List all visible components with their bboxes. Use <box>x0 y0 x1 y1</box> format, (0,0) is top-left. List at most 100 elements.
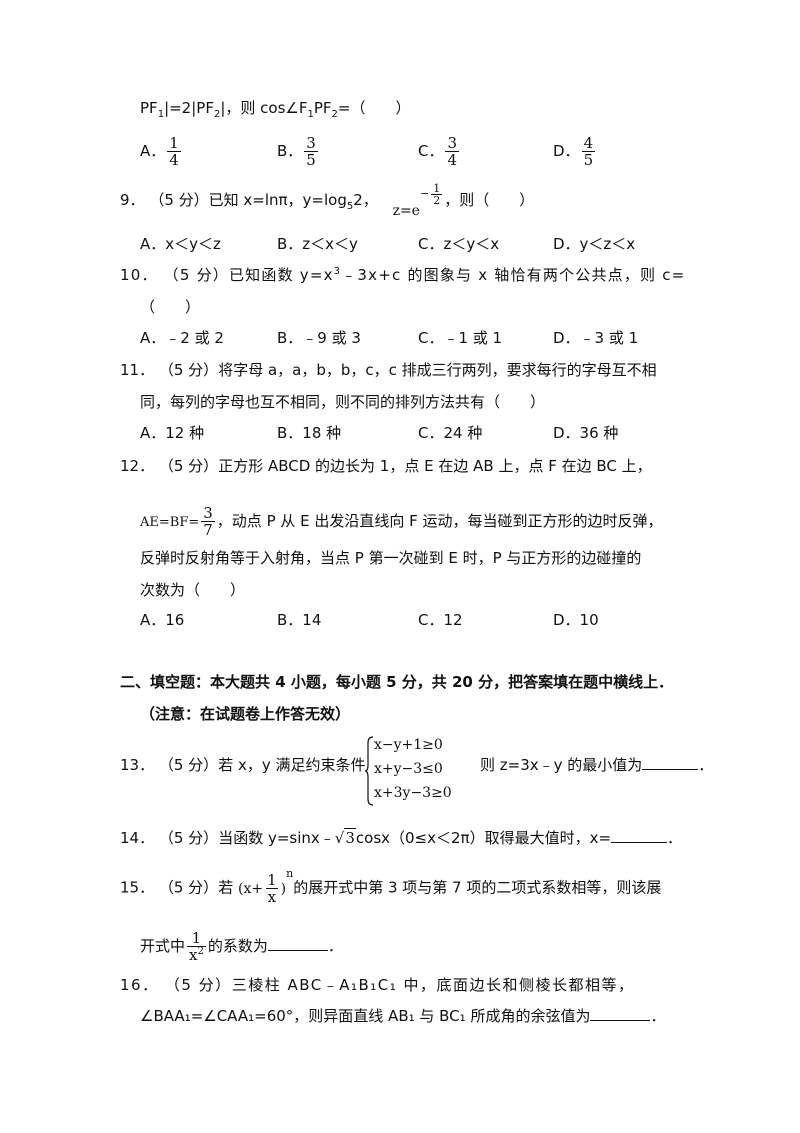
q11-option-d[interactable]: D．36 种 <box>553 424 619 442</box>
q16-text: ∠BAA₁=∠CAA₁=60°，则异面直线 AB₁ 与 BC₁ 所成角的余弦值为 <box>140 1007 591 1025</box>
q9-option-b[interactable]: B．z＜x＜y <box>277 235 358 253</box>
q8-text: |，则 cos∠F <box>220 99 308 117</box>
question-number: 9． <box>120 191 145 209</box>
q13-stem-end: 则 z=3x﹣y 的最小值为． <box>480 755 713 775</box>
q15-text: 开式中 <box>140 937 186 955</box>
denominator: x <box>265 888 279 906</box>
q12-stem-line-4: 次数为（ ） <box>140 581 246 599</box>
q9-text: 已知 x=lnπ，y=log <box>208 191 347 209</box>
q13-stem-start: 13． （5 分）若 x，y 满足约束条件 <box>120 755 365 775</box>
q15-text: 的系数为 <box>207 937 268 955</box>
q9-z: z=e <box>392 203 420 219</box>
power: n <box>286 866 294 880</box>
q13-constraint-system: x−y+1≥0 x+y−3≤0 x+3y−3≥0 <box>365 735 475 807</box>
q16-end: ． <box>650 1007 666 1025</box>
section-note: （注意：在试题卷上作答无效） <box>140 705 351 723</box>
q10-option-a[interactable]: A．﹣2 或 2 <box>140 329 224 347</box>
q14-text: 当函数 y=sinx﹣ <box>218 829 335 847</box>
radicand: 3 <box>344 828 356 847</box>
numerator: 3 <box>447 134 458 152</box>
numerator: 3 <box>203 504 213 522</box>
expr-part: (x+ <box>237 880 264 897</box>
q16-text: 三棱柱 ABC﹣A₁B₁C₁ 中，底面边长和侧棱长都相等， <box>231 976 635 994</box>
q10-option-d[interactable]: D．﹣3 或 1 <box>553 329 639 347</box>
numerator: 1 <box>191 929 202 947</box>
q12-option-b[interactable]: B．14 <box>277 611 322 629</box>
numerator: 4 <box>583 134 594 152</box>
answer-blank[interactable] <box>642 755 699 770</box>
q9-option-a[interactable]: A．x＜y＜z <box>140 235 221 253</box>
den-base: x <box>189 946 198 964</box>
option-label: D． <box>553 142 580 160</box>
q12-option-c[interactable]: C．12 <box>418 611 463 629</box>
denominator: 2 <box>431 193 443 207</box>
q9-text: 2， <box>353 191 378 209</box>
q9-option-d[interactable]: D．y＜z＜x <box>553 235 636 253</box>
constraint-row: x+y−3≤0 <box>374 761 443 777</box>
q15-text: 若 <box>218 878 234 897</box>
q14-stem: 14． （5 分）当函数 y=sinx﹣√3cosx（0≤x＜2π）取得最大值时… <box>120 828 682 848</box>
q10-stem-line-1: 10． （5 分）已知函数 y=x3﹣3x+c 的图象与 x 轴恰有两个公共点，… <box>120 265 685 285</box>
q13-text: 若 x，y 满足约束条件 <box>218 756 366 774</box>
question-number: 13． <box>120 756 155 774</box>
answer-blank[interactable] <box>611 828 668 843</box>
q11-option-b[interactable]: B．18 种 <box>277 424 342 442</box>
question-number: 14． <box>120 829 155 847</box>
q8-text: =（ ） <box>337 99 411 117</box>
q12-option-a[interactable]: A．16 <box>140 611 185 629</box>
q10-text: ﹣3x+c 的图象与 x 轴恰有两个公共点，则 c= <box>341 266 686 284</box>
denominator: 5 <box>581 151 596 169</box>
q16-stem-line-1: 16． （5 分）三棱柱 ABC﹣A₁B₁C₁ 中，底面边长和侧棱长都相等， <box>120 975 635 995</box>
answer-blank[interactable] <box>267 936 328 951</box>
q10-option-b[interactable]: B．﹣9 或 3 <box>277 329 361 347</box>
q12-ae: AE=BF= <box>140 515 200 530</box>
q13-text: 则 z=3x﹣y 的最小值为 <box>480 756 643 774</box>
q9-option-c[interactable]: C．z＜y＜x <box>418 235 500 253</box>
q12-stem-line-1: 12． （5 分）正方形 ABCD 的边长为 1，点 E 在边 AB 上，点 F… <box>120 456 652 476</box>
numerator: 1 <box>169 134 179 152</box>
q8-sub: 2 <box>331 109 338 120</box>
question-number: 11． <box>120 361 155 379</box>
numerator: 3 <box>306 134 316 152</box>
q8-stem-line: PF1|=2|PF2|，则 cos∠F1PF2=（ ） <box>140 98 411 120</box>
denominator: 4 <box>445 151 460 169</box>
answer-blank[interactable] <box>590 1006 651 1021</box>
numerator: 1 <box>267 871 277 889</box>
numerator: 1 <box>433 181 441 195</box>
denominator: 4 <box>167 151 181 169</box>
brace-icon <box>365 736 374 806</box>
question-number: 15． <box>120 878 155 897</box>
section-title: 二、填空题：本大题共 4 小题，每小题 5 分，共 20 分，把答案填在题中横线… <box>120 673 674 691</box>
q8-text: PF <box>313 99 332 117</box>
constraint-row: x−y+1≥0 <box>374 737 443 753</box>
q14-text: cosx（0≤x＜2π）取得最大值时，x= <box>355 829 612 847</box>
question-score: （5 分） <box>158 878 219 897</box>
q8-sub: 1 <box>307 109 314 120</box>
q11-option-c[interactable]: C．24 种 <box>418 424 483 442</box>
question-score: （5 分） <box>158 756 219 774</box>
q11-stem-line-1: 11． （5 分）将字母 a，a，b，b，c，c 排成三行两列，要求每行的字母互… <box>120 360 657 380</box>
q11-option-a[interactable]: A．12 种 <box>140 424 205 442</box>
q12-text: ，动点 P 从 E 出发沿直线向 F 运动，每当碰到正方形的边时反弹， <box>216 512 663 530</box>
question-score: （5 分） <box>158 361 219 379</box>
q12-option-d[interactable]: D．10 <box>553 611 599 629</box>
q10-option-c[interactable]: C．﹣1 或 1 <box>418 329 503 347</box>
q10-stem-line-2: （ ） <box>140 298 201 316</box>
